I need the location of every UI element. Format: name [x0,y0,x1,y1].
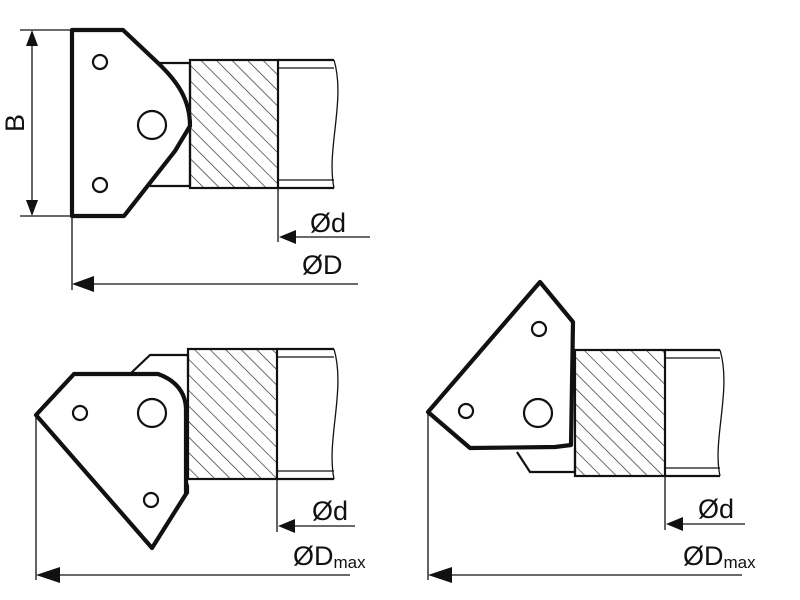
shaft [278,58,334,190]
view-top-left: B Ød ØD [0,27,370,292]
hatched-body [573,348,667,478]
label-bore-bottom-left: Ød [312,496,348,526]
cutter-plate-shoulder [150,61,192,188]
center-bore-circle [522,397,554,429]
label-outer-diameter: ØD [302,250,343,280]
mounting-hole-bottom [91,176,109,194]
mounting-hole-left [71,404,89,422]
cutter-plate [69,27,193,219]
cutter-plate-rotated-45 [33,371,189,551]
view-bottom-right: Ød ØDmax [425,279,756,583]
hatched-body [186,347,279,481]
hatched-body [188,58,280,190]
label-outer-diameter-max-bottom-right: ØDmax [683,541,756,572]
label-bore-top: Ød [310,208,346,238]
mounting-hole-top [91,53,109,71]
view-bottom-left: Ød ØDmax [33,347,366,583]
mounting-hole-bottom [142,491,160,509]
label-bore-bottom-right: Ød [698,494,734,524]
label-outer-diameter-max-bottom-left: ØDmax [293,541,366,572]
center-bore-circle [136,397,168,429]
mounting-hole-top [530,320,548,338]
label-b: B [0,114,30,132]
mounting-hole-left [457,402,475,420]
center-bore-circle [136,109,168,141]
cutter-plate-rotated-steep [425,279,576,451]
